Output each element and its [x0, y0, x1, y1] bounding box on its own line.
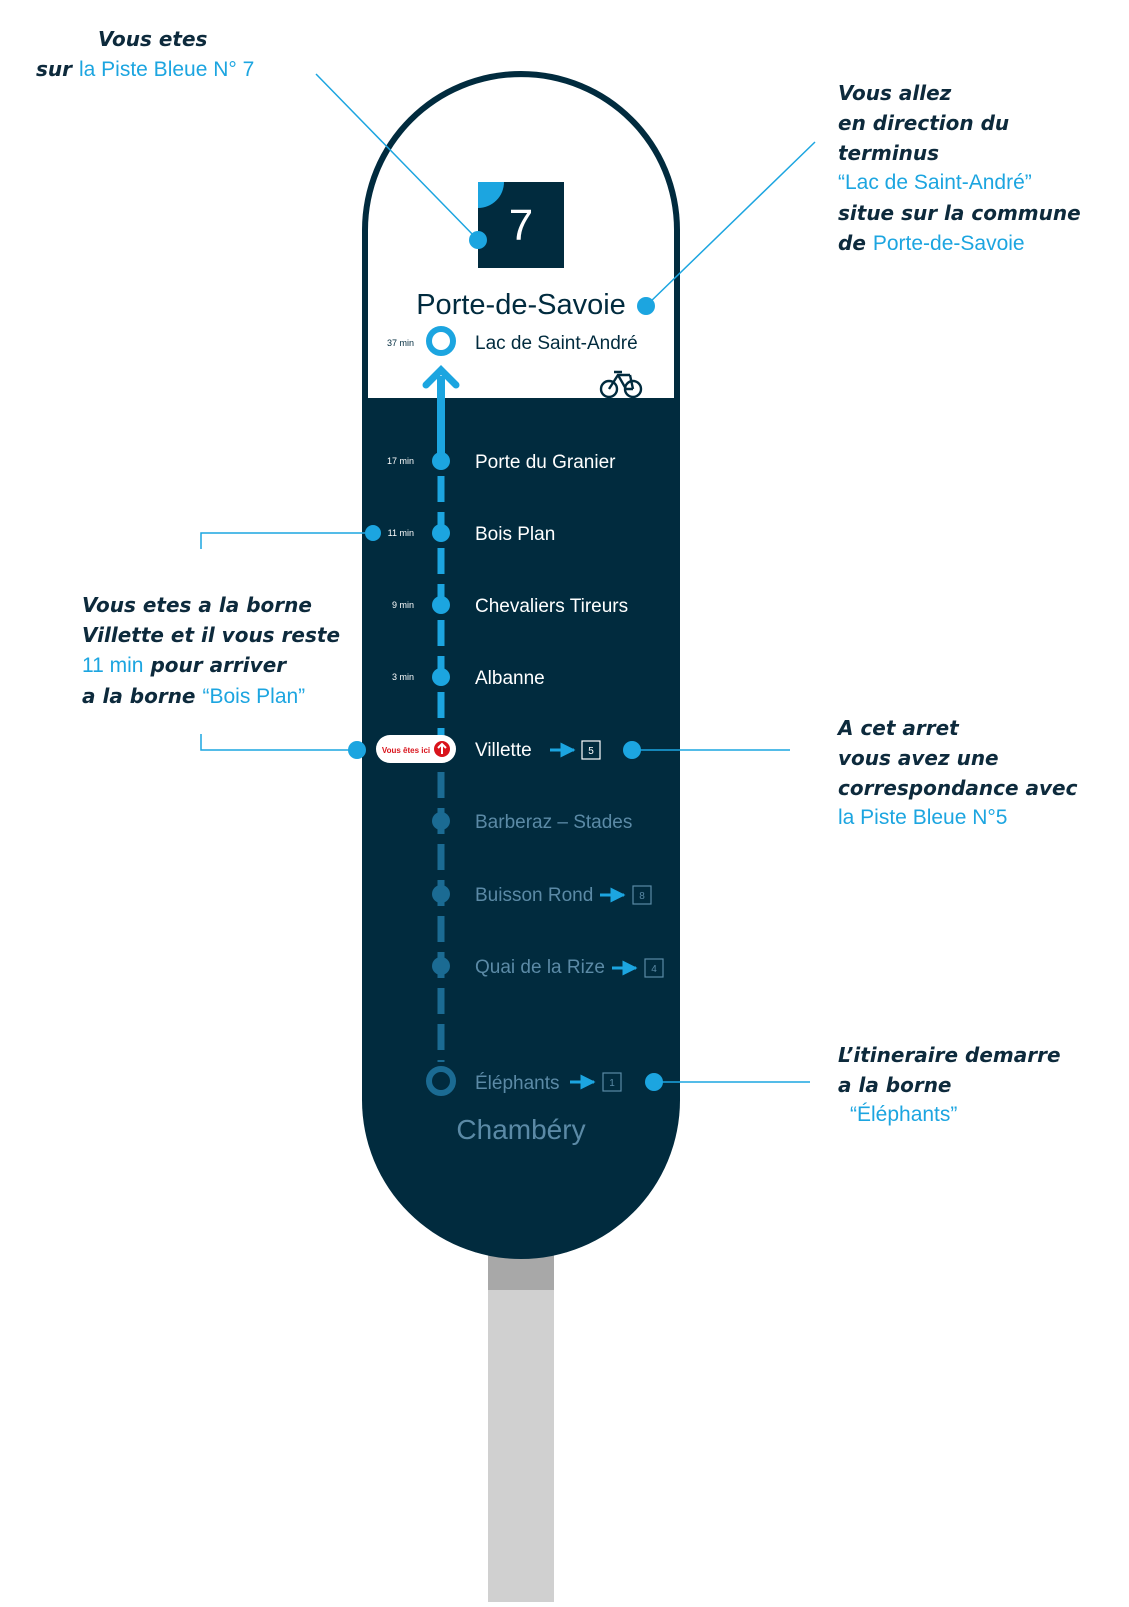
annotation-route: Vous etes sur la Piste Bleue N° 7: [36, 24, 316, 85]
connection-number: 8: [639, 891, 645, 902]
annotation-text: sur: [36, 57, 73, 81]
connection-number: 5: [588, 746, 594, 757]
annotation-line: de Porte-de-Savoie: [838, 228, 1118, 259]
stop-quai-de-la-rize: Quai de la Rize 4: [432, 957, 664, 978]
stop-buisson-rond: Buisson Rond 8: [432, 885, 652, 906]
annotation-line: vous avez une: [838, 746, 999, 770]
stop-bois-plan: 11 min Bois Plan: [388, 524, 555, 545]
annotation-line: Villette et il vous reste: [82, 623, 341, 647]
callout-next-stop: [200, 525, 381, 549]
stop-marker: [432, 596, 450, 614]
connection-badge: [644, 958, 664, 978]
stop-name: Barberaz – Stades: [475, 812, 632, 833]
route-number: 7: [509, 201, 533, 250]
annotation-line: Vous etes a la borne: [82, 593, 312, 617]
you-are-here-badge: [376, 735, 456, 763]
connection-number: 4: [651, 964, 657, 975]
stop-time: 11 min: [388, 528, 414, 538]
stop-porte-du-granier: 17 min Porte du Granier: [387, 452, 616, 473]
stop-name: Bois Plan: [475, 524, 555, 545]
direction-arrow-head: [422, 365, 460, 389]
annotation-position: Vous etes a la borne Villette et il vous…: [82, 590, 372, 712]
annotation-line: a la borne: [838, 1073, 952, 1097]
pole: [488, 1230, 554, 1602]
stop-time: 3 min: [392, 672, 414, 682]
annotation-text: a la borne: [82, 684, 196, 708]
annotation-line: terminus: [838, 141, 940, 165]
route-badge-corner: [478, 182, 504, 208]
connection-badge: [632, 885, 652, 905]
annotation-highlight: la Piste Bleue N°5: [838, 806, 1008, 829]
up-arrow-icon: [437, 742, 447, 754]
stop-name: Albanne: [475, 668, 545, 689]
stop-time: 37 min: [387, 338, 414, 348]
stop-marker: [432, 452, 450, 470]
terminus-start-marker: [426, 1066, 456, 1096]
annotation-text: de: [838, 231, 866, 255]
stop-marker: [432, 668, 450, 686]
annotation-start: L’itineraire demarre a la borne “Éléphan…: [838, 1040, 1118, 1130]
annotation-line: L’itineraire demarre: [838, 1043, 1061, 1067]
annotation-text: pour arriver: [150, 653, 287, 677]
callout-direction: [637, 141, 816, 315]
stop-time: 17 min: [387, 456, 414, 466]
stop-name: Villette: [475, 740, 532, 761]
stop-name: Quai de la Rize: [475, 957, 605, 978]
stop-marker: [432, 885, 450, 903]
connection-badge: [581, 740, 601, 760]
annotation-highlight: 11 min: [82, 654, 144, 677]
annotation-line: Vous allez: [838, 81, 952, 105]
annotation-line: a la borne “Bois Plan”: [82, 681, 372, 712]
stop-name: Chevaliers Tireurs: [475, 596, 628, 617]
bicycle-icon: [599, 370, 643, 399]
stop-barberaz-stades: Barberaz – Stades: [432, 812, 632, 833]
annotation-line: correspondance avec: [838, 776, 1078, 800]
annotation-highlight: “Bois Plan”: [202, 685, 306, 708]
callout-connection: [623, 741, 790, 759]
callout-current-stop: [200, 734, 366, 759]
annotation-line: situe sur la commune: [838, 201, 1081, 225]
stop-villette-current: Vous êtes ici Villette 5: [376, 735, 601, 763]
annotation-line: en direction du: [838, 111, 1010, 135]
stop-elephants: Éléphants 1: [426, 1066, 622, 1096]
stop-name: Lac de Saint-André: [475, 333, 638, 354]
stop-marker: [432, 957, 450, 975]
stop-marker: [432, 524, 450, 542]
connection-number: 1: [609, 1078, 615, 1089]
stop-name: Porte du Granier: [475, 452, 616, 473]
annotation-line: sur la Piste Bleue N° 7: [36, 54, 316, 85]
stop-time: 9 min: [392, 600, 414, 610]
stop-lac-de-saint-andre: 37 min Lac de Saint-André: [387, 326, 638, 356]
annotation-highlight: “Lac de Saint-André”: [838, 171, 1032, 194]
annotation-line: Vous etes: [98, 27, 208, 51]
stop-marker: [432, 812, 450, 830]
annotation-highlight: “Éléphants”: [850, 1103, 958, 1126]
stop-chevaliers-tireurs: 9 min Chevaliers Tireurs: [392, 596, 628, 617]
annotation-line: 11 min pour arriver: [82, 650, 372, 681]
commune-name: Porte-de-Savoie: [416, 289, 626, 321]
annotation-connection: A cet arret vous avez une correspondance…: [838, 713, 1118, 833]
terminus-end-marker: [426, 326, 456, 356]
annotation-line: A cet arret: [838, 716, 959, 740]
connection-badge: [602, 1072, 622, 1092]
stop-albanne: 3 min Albanne: [392, 668, 545, 689]
stop-name: Éléphants: [475, 1073, 560, 1094]
annotation-highlight: Porte-de-Savoie: [872, 232, 1025, 255]
callout-route-number: [315, 73, 487, 249]
annotation-direction: Vous allez en direction du terminus “Lac…: [838, 78, 1118, 259]
annotation-highlight: la Piste Bleue N° 7: [78, 58, 255, 81]
you-are-here-label: Vous êtes ici: [382, 746, 430, 755]
commune-bottom-name: Chambéry: [456, 1114, 585, 1145]
callout-start: [645, 1073, 810, 1091]
stop-name: Buisson Rond: [475, 885, 593, 906]
